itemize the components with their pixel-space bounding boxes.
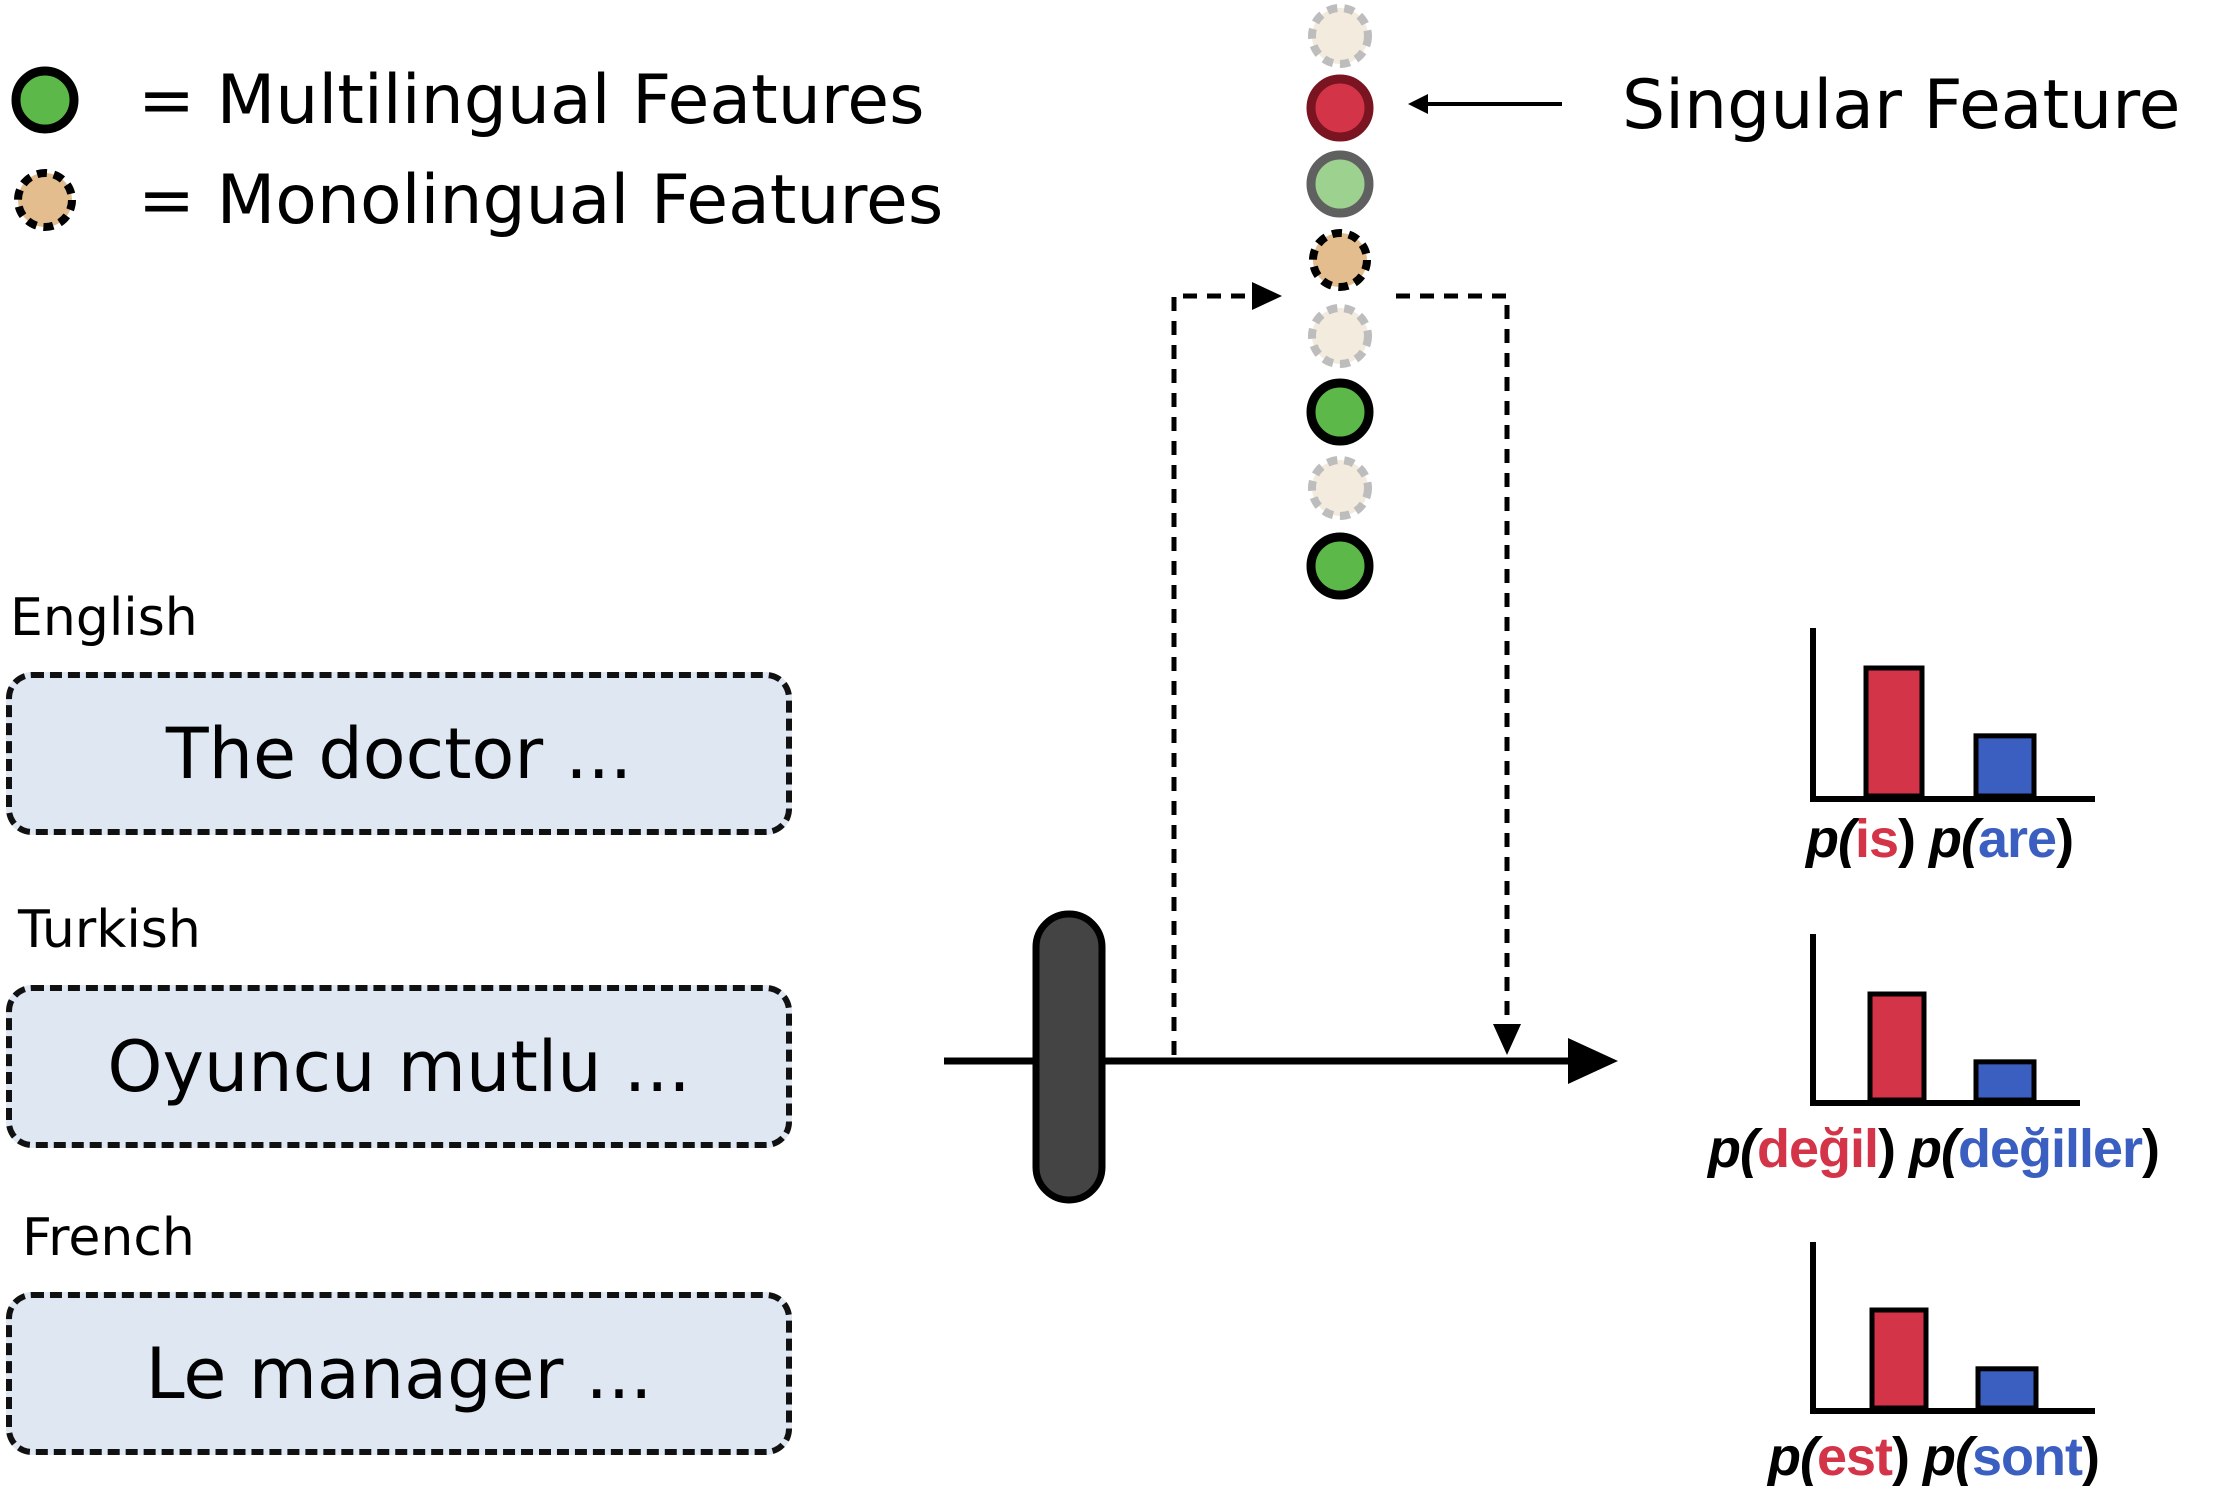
singular-bar: [1867, 991, 1927, 1103]
plural-bar: [1973, 1059, 2037, 1103]
prob-prefix: p(: [1908, 1119, 1959, 1179]
singular-bar: [1869, 1307, 1929, 1411]
input-text-french: Le manager ...: [145, 1332, 653, 1415]
input-text-english: The doctor ...: [165, 712, 633, 795]
input-text-turkish: Oyuncu mutlu ...: [107, 1025, 691, 1108]
language-label-french: French: [22, 1208, 195, 1268]
prob-prefix: p(: [1806, 809, 1856, 869]
chart-axes: [1810, 934, 2080, 1106]
faded-feature-icon: [1308, 4, 1372, 68]
legend-monolingual-label: = Monolingual Features: [138, 160, 944, 240]
singular-feature-icon: [1306, 74, 1374, 142]
output-chart-1: [1810, 628, 2095, 802]
legend-monolingual: = Monolingual Features: [10, 160, 943, 240]
input-box-english: The doctor ...: [6, 672, 792, 835]
monolingual-feature-icon: [1309, 229, 1371, 291]
singular-word: değil: [1756, 1119, 1879, 1179]
output-label-2: p(değil) p(değiller): [1708, 1118, 2160, 1180]
prob-prefix: p(: [1929, 809, 1979, 869]
chart-axes: [1810, 1242, 2095, 1414]
chart-axes: [1810, 628, 2095, 802]
multilingual-feature-icon: [1306, 378, 1374, 446]
legend-multilingual-label: = Multilingual Features: [138, 60, 925, 140]
prob-suffix: ): [1892, 1427, 1910, 1487]
faded-feature-icon: [1308, 456, 1372, 520]
input-box-turkish: Oyuncu mutlu ...: [6, 985, 792, 1148]
output-label-1: p(is) p(are): [1806, 808, 2074, 870]
output-chart-3: [1810, 1242, 2095, 1414]
plural-word: sont: [1971, 1427, 2083, 1487]
plural-word: are: [1977, 809, 2057, 869]
multilingual-feature-icon: [11, 66, 79, 134]
dashed-loop-in: [1396, 293, 1510, 1030]
prob-suffix: ): [2081, 1427, 2100, 1487]
input-box-french: Le manager ...: [6, 1292, 792, 1455]
output-chart-2: [1810, 934, 2080, 1106]
prob-prefix: p(: [1923, 1427, 1973, 1487]
grey-green-feature-icon: [1306, 150, 1374, 218]
main-flow-arrowhead: [1568, 1038, 1618, 1084]
legend-multilingual: = Multilingual Features: [10, 60, 925, 140]
multilingual-feature-icon: [1306, 532, 1374, 600]
dashed-loop-out-arrowhead: [1252, 282, 1282, 310]
singular-feature-label: Singular Feature: [1622, 66, 2181, 145]
language-label-english: English: [10, 588, 198, 648]
faded-feature-icon: [1308, 304, 1372, 368]
plural-bar: [1973, 733, 2037, 799]
prob-suffix: ): [1877, 1119, 1896, 1179]
plural-bar: [1975, 1366, 2039, 1411]
model-block: [1032, 910, 1106, 1204]
dashed-loop-out: [1171, 293, 1262, 1055]
prob-prefix: p(: [1708, 1119, 1758, 1179]
singular-word: est: [1816, 1427, 1893, 1487]
prob-suffix: ): [2142, 1119, 2160, 1179]
monolingual-feature-icon: [14, 169, 76, 231]
singular-bar: [1863, 665, 1925, 799]
plural-word: değiller: [1957, 1119, 2143, 1179]
prob-suffix: ): [1898, 809, 1916, 869]
language-label-turkish: Turkish: [18, 900, 201, 960]
prob-prefix: p(: [1768, 1427, 1818, 1487]
output-label-3: p(est) p(sont): [1768, 1426, 2100, 1488]
singular-word: is: [1854, 809, 1899, 869]
prob-suffix: ): [2056, 809, 2074, 869]
dashed-loop-in-arrowhead: [1493, 1024, 1521, 1055]
